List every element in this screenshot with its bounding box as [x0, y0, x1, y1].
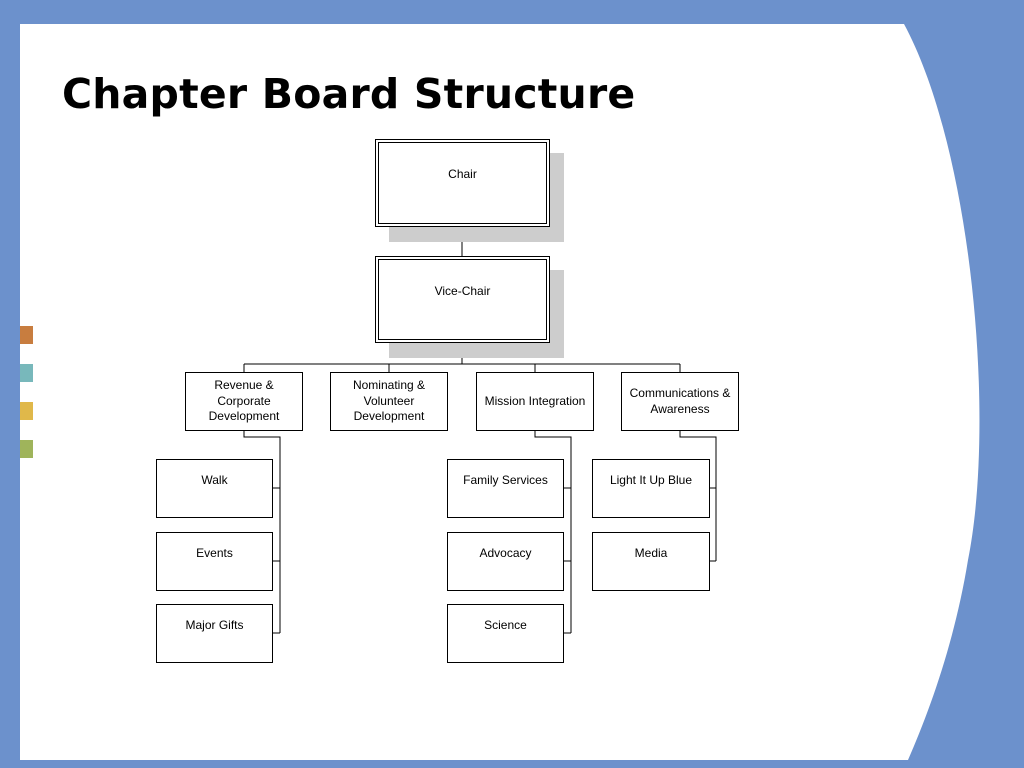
gold-marker	[20, 402, 33, 420]
committee-label: Communications & Awareness	[629, 386, 731, 416]
media-label: Media	[634, 546, 668, 560]
vice-chair-box: Vice-Chair	[375, 256, 550, 343]
advocacy-box: Advocacy	[447, 532, 564, 591]
vice-chair-label: Vice-Chair	[434, 284, 491, 298]
slide-title: Chapter Board Structure	[62, 70, 636, 118]
family-services-label: Family Services	[463, 473, 548, 487]
chair-label: Chair	[448, 167, 477, 181]
revenue-corporate-development-box: Revenue & Corporate Development	[185, 372, 303, 431]
walk-box: Walk	[156, 459, 273, 518]
major-gifts-label: Major Gifts	[185, 618, 244, 632]
science-box: Science	[447, 604, 564, 663]
advocacy-label: Advocacy	[479, 546, 532, 560]
committee-label: Revenue & Corporate Development	[208, 378, 280, 424]
science-label: Science	[484, 618, 527, 632]
green-marker	[20, 440, 33, 458]
media-box: Media	[592, 532, 710, 591]
events-label: Events	[196, 546, 233, 560]
communications-branch	[679, 430, 717, 561]
teal-marker	[20, 364, 33, 382]
light-it-up-blue-box: Light It Up Blue	[592, 459, 710, 518]
orange-marker	[20, 326, 33, 344]
family-services-box: Family Services	[447, 459, 564, 518]
committee-label: Mission Integration	[484, 393, 586, 408]
revenue-branch	[243, 430, 281, 633]
events-box: Events	[156, 532, 273, 591]
nominating-volunteer-development-box: Nominating & Volunteer Development	[330, 372, 448, 431]
committee-label: Nominating & Volunteer Development	[352, 378, 426, 424]
chair-box: Chair	[375, 139, 550, 227]
mission-integration-box: Mission Integration	[476, 372, 594, 431]
light-it-up-blue-label: Light It Up Blue	[609, 473, 693, 487]
communications-awareness-box: Communications & Awareness	[621, 372, 739, 431]
major-gifts-box: Major Gifts	[156, 604, 273, 663]
walk-label: Walk	[201, 473, 228, 487]
mission-branch	[534, 430, 572, 633]
